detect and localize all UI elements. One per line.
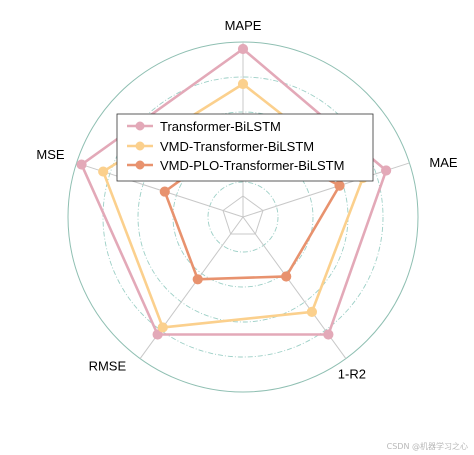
axis-labels: MAPE MAE 1-R2 RMSE MSE [36,18,458,382]
legend-label-1: Transformer-BiLSTM [160,119,281,134]
legend-marker-2 [135,141,145,151]
series-2-point-mse [98,166,109,177]
legend-label-2: VMD-Transformer-BiLSTM [160,139,314,154]
legend-entry-3: VMD-PLO-Transformer-BiLSTM [127,158,344,173]
legend: Transformer-BiLSTM VMD-Transformer-BiLST… [116,113,374,182]
axis-label-mse: MSE [36,147,65,162]
grid-ring-2 [172,146,314,288]
legend-box [116,113,374,182]
series-2-point-rmse [157,322,168,333]
grid-ring-4 [102,76,384,358]
series-1-point-rmse [152,329,163,340]
legend-label-3: VMD-PLO-Transformer-BiLSTM [160,158,344,173]
series-2-point-mape [237,78,249,90]
series-3-point-mae [334,180,345,191]
legend-entry-1: Transformer-BiLSTM [127,119,281,134]
series-line-1 [79,47,388,336]
series-2-point-1-r2 [306,306,318,317]
axis-label-1-r2: 1-R2 [338,367,366,382]
watermark-text: CSDN @机器学习之心 [387,441,468,451]
series-3-point-mse [159,186,170,197]
series-1-point-1-r2 [323,329,334,340]
legend-marker-3 [135,160,145,170]
axis-label-mae: MAE [429,155,458,170]
series-1-point-mse [76,159,87,170]
series-1-point-mape [237,43,249,55]
series-3-point-1-r2 [281,271,292,282]
grid-inner-pentagon [222,195,264,235]
axis-label-rmse: RMSE [89,359,127,374]
legend-entry-2: VMD-Transformer-BiLSTM [127,139,314,154]
series-3-point-rmse [192,274,203,285]
axis-label-mape: MAPE [225,18,262,33]
series-1-point-mae [381,165,392,176]
legend-marker-1 [135,121,145,131]
